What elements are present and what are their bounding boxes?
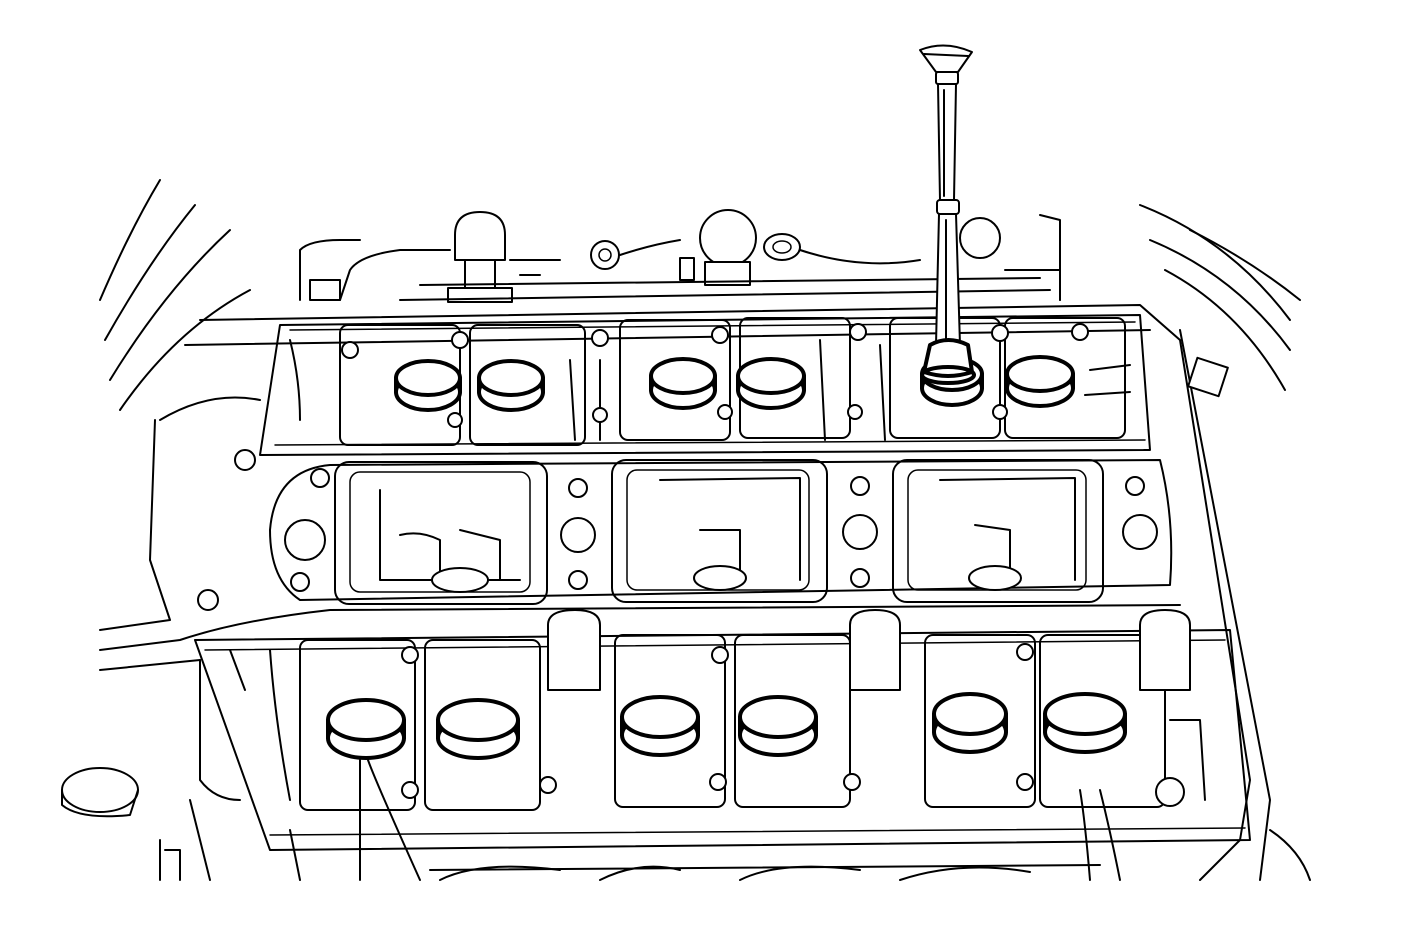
spark-plug-well <box>334 461 548 605</box>
valve-lifter <box>436 698 520 760</box>
right-background-curves <box>1139 204 1301 391</box>
valve-lifter <box>649 357 717 410</box>
tool-shaft <box>937 83 957 201</box>
left-background-curves <box>99 179 251 411</box>
tool-lower-shaft <box>935 213 961 346</box>
valve-lifter <box>1005 355 1075 408</box>
valve-lifter <box>477 359 545 412</box>
valve-lifter <box>326 698 406 760</box>
valve-lifter <box>394 359 462 412</box>
exhaust-camshaft-row <box>194 609 1251 851</box>
spark-plug-wells <box>269 459 1173 605</box>
side-clip <box>1187 356 1229 398</box>
exhaust-lifters <box>326 692 1127 760</box>
suction-lifter-tool-icon <box>919 44 976 385</box>
valve-lifter <box>736 357 806 410</box>
valve-lifter <box>620 695 700 757</box>
front-bolt-head <box>61 767 139 813</box>
valve-lifter <box>738 695 818 757</box>
upper-bolt-head <box>454 211 506 261</box>
tool-handle-cup <box>919 44 973 73</box>
tool-side-dome <box>959 217 1001 259</box>
connector-block <box>309 279 341 301</box>
ring-terminal-2 <box>763 233 801 261</box>
spark-plug-well <box>611 459 828 603</box>
spark-plug-well <box>892 459 1104 603</box>
sensor-dome <box>699 209 757 267</box>
head-bolt-hole <box>234 449 256 471</box>
intake-camshaft-row <box>259 314 1151 456</box>
lower-front-details <box>61 759 1121 881</box>
ring-terminal <box>590 240 620 270</box>
valve-lifter <box>1043 692 1127 754</box>
valve-lifter <box>932 692 1008 754</box>
